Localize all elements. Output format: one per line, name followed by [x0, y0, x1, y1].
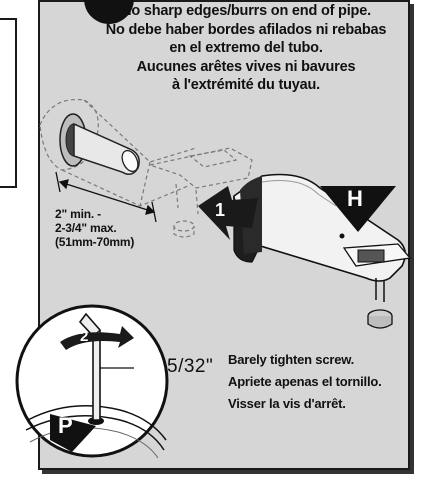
warning-french-line-2: à l'extrémité du tuyau. — [172, 77, 320, 93]
hex-key-size: 5/32" — [167, 356, 214, 377]
pipe-edge-warning: No sharp edges/burrs on end of pipe. No … — [96, 2, 396, 95]
pipe-length-min: 2" min. - — [55, 207, 101, 221]
warning-spanish-line-2: en el extremo del tubo. — [169, 40, 323, 56]
part-p-label: P — [58, 413, 73, 438]
pipe-length-metric: (51mm-70mm) — [55, 235, 135, 249]
hex-key-inset — [15, 304, 169, 459]
part-h-marker — [320, 186, 396, 232]
adjacent-panel-edge — [0, 18, 17, 188]
screw-instructions: Barely tighten screw. Apriete apenas el … — [228, 349, 418, 415]
pipe-length-max: 2-3/4" max. — [55, 221, 117, 235]
step-2-label: 2 — [80, 328, 89, 345]
part-h-label: H — [347, 186, 363, 211]
step-1-arrow — [198, 186, 258, 240]
warning-french-line-1: Aucunes arêtes vives ni bavures — [136, 58, 356, 75]
warning-english: No sharp edges/burrs on end of pipe. — [121, 3, 371, 19]
screw-instruction-spanish: Apriete apenas el tornillo. — [228, 374, 382, 389]
measurement-arrow — [55, 171, 157, 223]
screw-instruction-english: Barely tighten screw. — [228, 352, 355, 367]
pipe-illustration — [59, 113, 140, 175]
warning-spanish-line-1: No debe haber bordes afilados ni rebabas — [105, 21, 387, 38]
screw-instruction-french: Visser la vis d'arrêt. — [228, 396, 346, 411]
step-1-label: 1 — [215, 200, 226, 220]
pipe-length-spec: 2" min. - 2-3/4" max. (51mm-70mm) — [55, 207, 155, 249]
